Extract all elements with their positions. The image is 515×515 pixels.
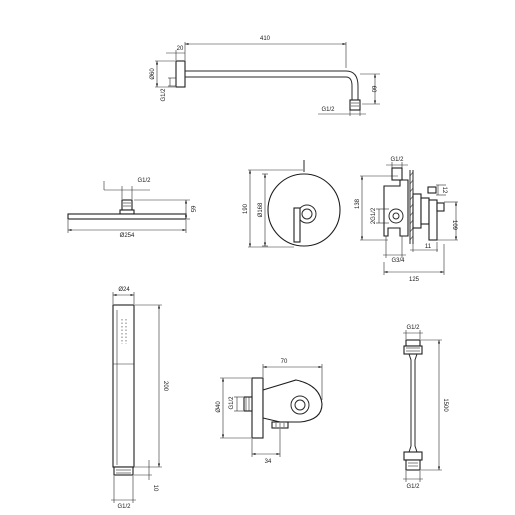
mixer-bottom-thread-dim: G3/4 xyxy=(383,236,406,264)
mixer-front-height-dim: 190 xyxy=(243,169,303,248)
hand-bottom-dim: 10 xyxy=(134,460,158,492)
hose-bottom-thread-label: G1/2 xyxy=(406,484,420,490)
arm-drop-dim: 60 xyxy=(360,73,380,105)
hand-length-dim: 200 xyxy=(135,304,168,468)
mixer-height-109-label: 109 xyxy=(451,220,457,231)
head-diameter-label: Ø254 xyxy=(120,233,135,239)
mixer-front-diameter-dim: Ø168 xyxy=(258,173,268,247)
mixer-side xyxy=(383,167,445,244)
hand-shower xyxy=(112,304,135,476)
hand-diameter-dim: Ø24 xyxy=(112,287,135,304)
shower-arm xyxy=(175,60,361,111)
mixer-width-12-label: 12 xyxy=(441,187,447,194)
mixer-port-thread-label: 2G1/2 xyxy=(371,207,377,224)
shower-head xyxy=(67,199,187,220)
arm-offset-label: 20 xyxy=(177,46,184,52)
hose-bottom-thread-dim: G1/2 xyxy=(403,471,423,490)
hose-top-thread-dim: G1/2 xyxy=(403,325,423,339)
wall-outlet xyxy=(243,377,323,439)
arm-flange-dim: Ø60 xyxy=(150,60,175,88)
mixer-height-138-dim: 138 xyxy=(355,175,398,241)
mixer-bottom-thread-label: G3/4 xyxy=(391,258,405,264)
head-height-dim: 65 xyxy=(134,199,195,220)
hose-length-dim: 1500 xyxy=(421,339,448,471)
hand-thread-label: G1/2 xyxy=(117,504,131,510)
mixer-width-12-dim: 12 xyxy=(436,184,447,196)
outlet-offset-dim: 34 xyxy=(251,429,281,465)
mixer-width-11-dim: 11 xyxy=(410,240,438,252)
arm-drop-label: 60 xyxy=(370,86,376,93)
head-thread-label: G1/2 xyxy=(137,178,151,184)
hand-bottom-label: 10 xyxy=(152,485,158,492)
arm-inlet-thread-label: G1/2 xyxy=(161,88,167,102)
spray-nozzles xyxy=(121,319,127,344)
arm-length-label: 410 xyxy=(260,36,271,42)
arm-outlet-thread-label: G1/2 xyxy=(321,107,335,113)
outlet-thread-dim: G1/2 xyxy=(229,396,243,412)
outlet-offset-label: 34 xyxy=(265,459,272,465)
outlet-width-dim: 70 xyxy=(262,359,323,400)
arm-length-dim: 410 xyxy=(184,36,347,68)
mixer-top-thread-label: G1/2 xyxy=(390,157,404,163)
outlet-flange-label: Ø40 xyxy=(216,401,222,413)
mixer-depth-dim: 125 xyxy=(383,244,445,283)
arm-outlet-thread-dim: G1/2 xyxy=(318,107,366,116)
head-diameter-dim: Ø254 xyxy=(67,220,187,239)
hand-diameter-label: Ø24 xyxy=(118,287,130,293)
hose-length-label: 1500 xyxy=(442,398,448,412)
mixer-top-thread-dim: G1/2 xyxy=(386,157,408,168)
outlet-flange-dim: Ø40 xyxy=(216,377,251,439)
mixer-width-11-label: 11 xyxy=(425,244,432,250)
outlet-width-label: 70 xyxy=(281,359,288,365)
mixer-front-diameter-label: Ø168 xyxy=(258,202,264,217)
mixer-front xyxy=(267,160,341,247)
arm-inlet-thread-dim: G1/2 xyxy=(161,77,176,102)
hand-thread-dim: G1/2 xyxy=(111,476,136,510)
mixer-height-109-dim: 109 xyxy=(437,201,458,241)
mixer-depth-label: 125 xyxy=(409,277,420,283)
mixer-height-138-label: 138 xyxy=(355,198,361,209)
hose xyxy=(403,339,423,471)
arm-flange-label: Ø60 xyxy=(150,68,156,80)
head-thread-dim: G1/2 xyxy=(103,178,151,199)
arm-offset-dim: 20 xyxy=(166,46,185,60)
hand-length-label: 200 xyxy=(162,381,168,392)
head-height-label: 65 xyxy=(189,206,195,213)
mixer-front-height-label: 190 xyxy=(243,203,249,214)
hose-top-thread-label: G1/2 xyxy=(406,325,420,331)
mixer-port-thread-dim: 2G1/2 xyxy=(371,207,389,224)
outlet-thread-label: G1/2 xyxy=(229,396,235,410)
